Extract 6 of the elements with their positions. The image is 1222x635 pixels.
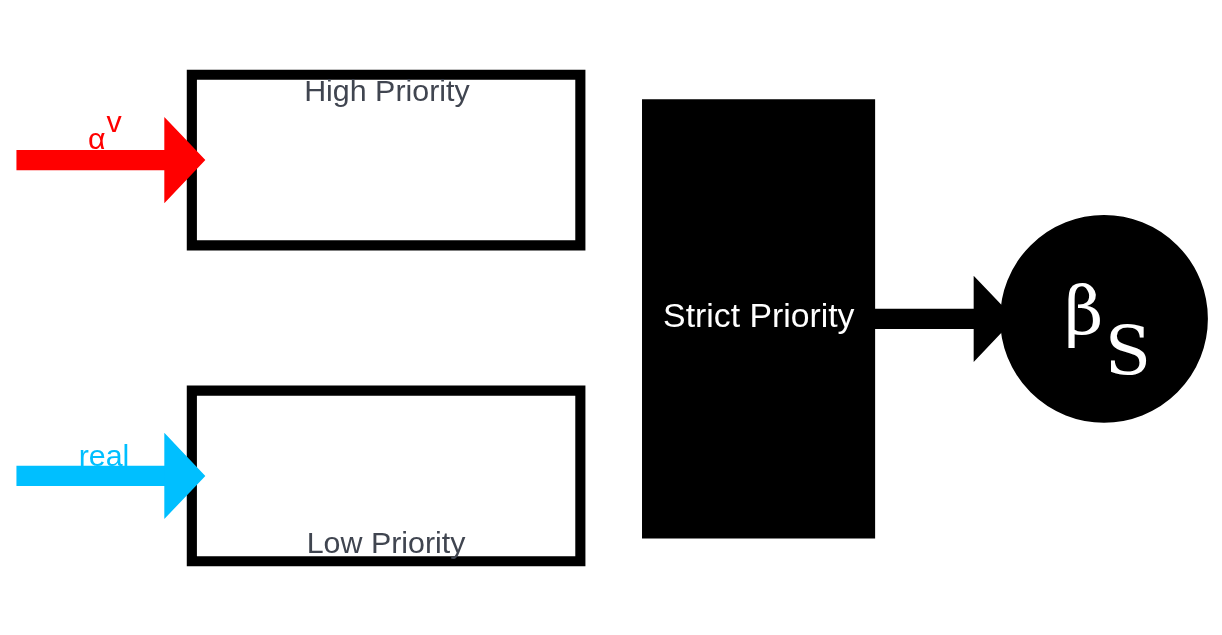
arrow [16,116,206,203]
arrow [16,432,206,519]
node-box: Strict Priority [642,98,876,538]
node-box: Low Priority [186,385,586,566]
edge-label: real [78,437,130,472]
node-box: High Priority [186,69,586,250]
